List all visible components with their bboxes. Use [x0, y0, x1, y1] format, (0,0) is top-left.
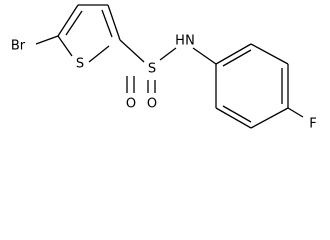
atom-bromine: Br — [11, 39, 26, 54]
bond-s1-c2 — [88, 45, 110, 63]
molecule-structure: Br S S O O H N F — [11, 4, 317, 132]
phenyl-ring — [215, 43, 289, 129]
bond-s-n — [159, 47, 177, 61]
atom-fluorine: F — [309, 117, 316, 132]
bond-c5-br — [35, 35, 59, 45]
bond-ph-c2-c3 — [250, 43, 289, 65]
bond-ph-c5-c6 — [215, 107, 252, 129]
sulfonyl-group — [126, 76, 156, 93]
bond-ph-c1-c2 — [215, 43, 252, 65]
atom-thiophene-sulfur: S — [76, 57, 84, 72]
bond-c4-f — [287, 107, 304, 118]
bond-c2-c3-inner — [101, 9, 113, 38]
bond-c2-s-sulfonyl — [119, 39, 145, 63]
bond-c5-s1 — [57, 35, 73, 57]
bond-n-c1-phenyl — [192, 47, 217, 65]
bond-c4-c5-inner — [65, 10, 83, 36]
bond-ph-c5-c6-inner — [222, 105, 252, 123]
thiophene-ring — [57, 4, 121, 63]
bond-ph-c4-c5 — [250, 107, 289, 129]
atom-sulfonyl-sulfur: S — [148, 62, 156, 77]
atom-oxygen-upper: O — [147, 97, 157, 112]
atom-nitrogen: N — [185, 34, 195, 49]
atom-nitrogen-hydrogen-h: H — [175, 34, 185, 49]
bond-c2-c3 — [107, 4, 121, 41]
bond-ph-c1-c2-inner — [222, 49, 252, 67]
atom-oxygen-lower: O — [126, 97, 136, 112]
bond-c5-c4 — [57, 4, 79, 37]
